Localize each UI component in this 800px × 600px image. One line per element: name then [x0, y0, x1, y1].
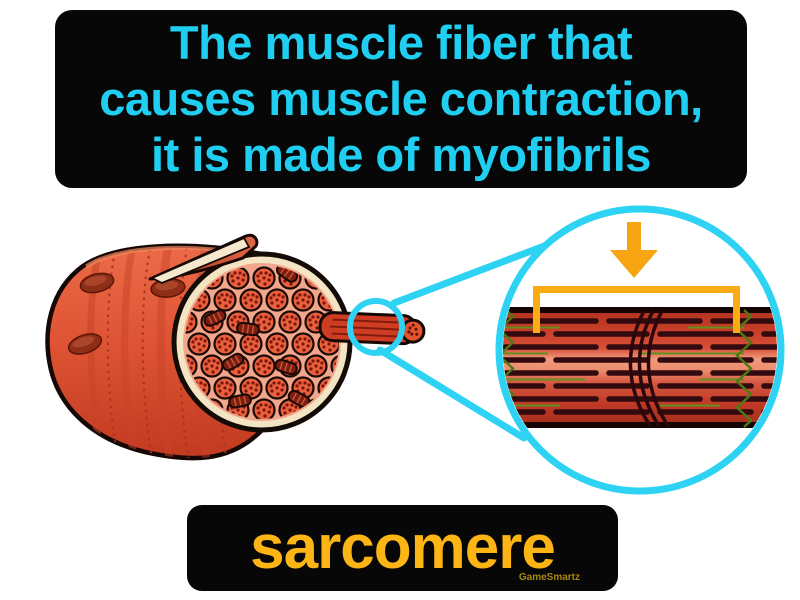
definition-line-1: The muscle fiber that	[169, 16, 633, 69]
muscle-fiber-cylinder	[45, 233, 353, 461]
z-disc-right	[735, 309, 753, 428]
actin-lines	[503, 326, 744, 407]
t-tubule-curves	[628, 310, 670, 427]
magnifier-cone	[376, 236, 564, 442]
definition-banner: The muscle fiber that causes muscle cont…	[55, 10, 747, 188]
term-label: sarcomere	[250, 513, 556, 582]
magnifier-small-circle	[347, 298, 405, 356]
down-arrow-icon	[610, 222, 658, 278]
watermark: GameSmartz	[518, 572, 580, 583]
sarcomere-span-bracket	[533, 286, 740, 333]
definition-line-2: causes muscle contraction,	[99, 72, 703, 125]
term-banner: sarcomere GameSmartz	[187, 505, 618, 591]
sarcomere-closeup-circle	[495, 205, 785, 495]
sarcomere-band	[503, 307, 777, 428]
definition-line-3: it is made of myofibrils	[151, 128, 651, 181]
single-myofibril	[318, 311, 426, 346]
membrane-flap	[148, 233, 259, 284]
